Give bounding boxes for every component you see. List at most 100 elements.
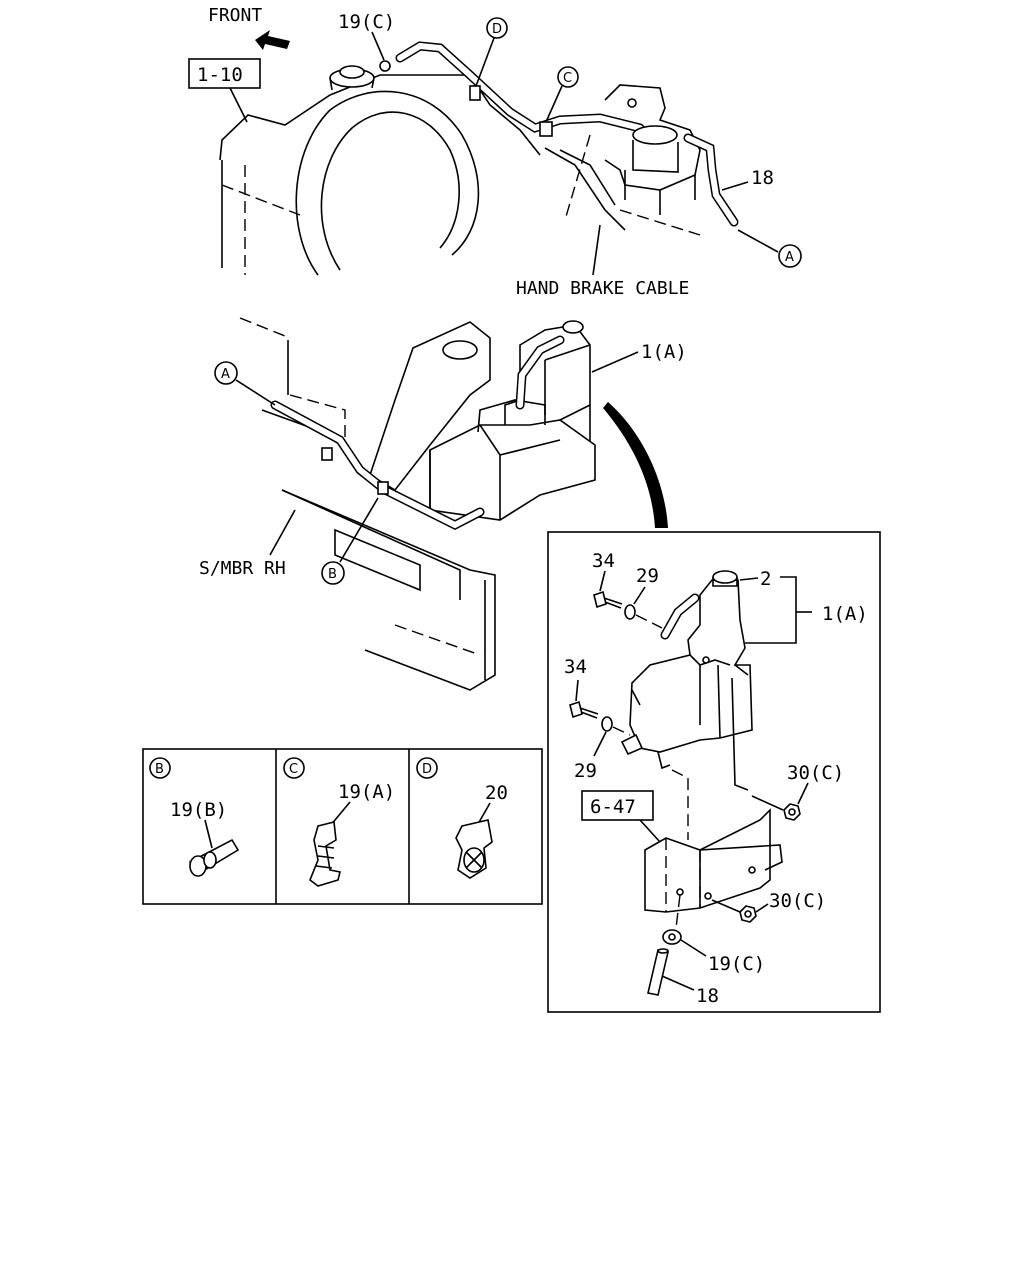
- engine-cap-mid: [442, 340, 478, 360]
- radiator-cap-top: [339, 65, 365, 79]
- tank-cap-exploded-ring: [712, 577, 738, 587]
- side-member-rh: [281, 489, 496, 691]
- bracket-hole-1: [676, 888, 684, 896]
- hand-brake-label: HAND BRAKE CABLE: [516, 278, 689, 299]
- callout-30c-top: 30(C): [787, 762, 844, 784]
- bolt-34-mid-icon: [569, 700, 599, 719]
- fan-ring-inner: [320, 111, 460, 271]
- dash-frame-1: [564, 134, 591, 221]
- clip-b-circle-text: B: [155, 762, 164, 777]
- leader-2: [739, 577, 759, 581]
- tank-bracket-mid: [429, 419, 596, 521]
- callout-18-detail: 18: [696, 985, 719, 1007]
- detail-arrow-icon: [603, 402, 668, 528]
- radiator-dash-2: [221, 184, 301, 216]
- tank-outlet-nipple: [620, 733, 644, 756]
- clip-d-part: 20: [485, 782, 508, 804]
- callout-34-top: 34: [592, 550, 615, 572]
- guide-nut-top: [751, 795, 784, 811]
- leader-a-top: [737, 229, 779, 253]
- callout-34-mid: 34: [564, 656, 587, 678]
- tank-mount-hole: [702, 656, 710, 664]
- leader-30c-top: [797, 782, 809, 805]
- ref-box-1-10: [188, 58, 261, 89]
- nut-30c-top-icon: [783, 803, 801, 821]
- clip-d-circle-text: D: [422, 762, 432, 777]
- dash-bolt-mid: [612, 726, 631, 736]
- ref-box-6-47: [581, 790, 654, 821]
- tank-cap-mid: [562, 320, 584, 334]
- leader-1a-mid: [591, 351, 639, 373]
- hand-brake-leader: [592, 224, 601, 276]
- mid-dash-1: [239, 317, 291, 339]
- clip-19b-icon: [188, 838, 240, 877]
- guide-nut-bottom: [711, 899, 741, 913]
- side-member-patch: [334, 528, 421, 592]
- leader-19c-detail: [680, 939, 707, 957]
- leader-34-mid: [575, 679, 579, 702]
- clip-19a-icon: [309, 821, 341, 887]
- cap-line-2: [371, 77, 375, 89]
- front-arrow-icon: [255, 30, 290, 50]
- filler-hose-mid-inner: [517, 337, 563, 408]
- callout-29-mid: 29: [574, 760, 597, 782]
- fan-ring-outer: [295, 90, 480, 276]
- ref-1-10-label: 1-10: [197, 64, 243, 86]
- tank-lower-tab: [657, 751, 671, 770]
- clip-d-leader: [477, 802, 491, 825]
- leader-18-detail: [661, 975, 695, 991]
- leader-6-47: [639, 819, 661, 843]
- top-view: FRONT 1-10 HAND BRAKE CABLE: [188, 5, 802, 299]
- leader-29-top: [633, 586, 646, 605]
- tank-bracket-mid-edges: [429, 424, 561, 520]
- clip-c-circle: [283, 757, 305, 779]
- leader-30c-bottom: [755, 903, 769, 913]
- hose-18-mid-inner: [272, 402, 483, 529]
- circle-b-mid-text: B: [328, 567, 337, 582]
- clip-20-icon: [455, 819, 493, 879]
- tank-legs-top: [624, 170, 696, 215]
- bracket-1a: [745, 576, 797, 644]
- circle-d-top-text: D: [492, 22, 502, 37]
- tank-bolt-top: [627, 98, 637, 108]
- circle-c-top: [557, 66, 579, 88]
- leader-smbr: [269, 509, 296, 556]
- clip-d-circle: [416, 757, 438, 779]
- tank-body-top: [632, 140, 679, 173]
- callout-2: 2: [760, 568, 771, 590]
- exploded-detail-box: 34 29 2 1(A) 34 29 30(C): [547, 531, 881, 1013]
- tank-cap-top: [632, 125, 678, 145]
- tank-clip-mid: [477, 399, 546, 433]
- side-member-dash: [394, 624, 481, 656]
- bolt-34-top-icon: [593, 590, 623, 609]
- circle-d-top: [486, 17, 508, 39]
- circle-b-mid: [321, 561, 345, 585]
- circle-c-top-text: C: [563, 71, 572, 86]
- hose-18-detail-end: [657, 948, 669, 954]
- leader-b-mid: [339, 497, 379, 563]
- dash-frame-2: [619, 209, 701, 236]
- callout-1a-mid: 1(A): [641, 341, 687, 363]
- clip-c-part: 19(A): [338, 781, 395, 803]
- hose-18-detail-icon: [647, 949, 669, 996]
- clip-mid-a: [321, 447, 333, 461]
- detail-box-frame: [547, 531, 881, 1013]
- tank-bracket-exploded: [644, 808, 771, 913]
- callout-19c-top: 19(C): [338, 11, 395, 33]
- leader-d-top: [475, 37, 495, 87]
- clip-mid-b: [377, 481, 389, 495]
- callout-30c-bottom: 30(C): [769, 890, 826, 912]
- hose-18-top-inner: [685, 135, 737, 225]
- leader-a-mid: [235, 379, 276, 406]
- clip-c-circle-text: C: [289, 762, 298, 777]
- clip-b-leader: [204, 819, 213, 849]
- guide-clip-19c: [675, 894, 681, 929]
- leader-34-top: [599, 570, 606, 592]
- overflow-hose-top-inner: [397, 42, 643, 132]
- circle-a-top: [778, 244, 802, 268]
- guide-line-left: [671, 769, 689, 840]
- ref-6-47-label: 6-47: [590, 796, 636, 818]
- dash-bolt-top: [635, 614, 663, 629]
- tank-cap-exploded: [712, 570, 738, 584]
